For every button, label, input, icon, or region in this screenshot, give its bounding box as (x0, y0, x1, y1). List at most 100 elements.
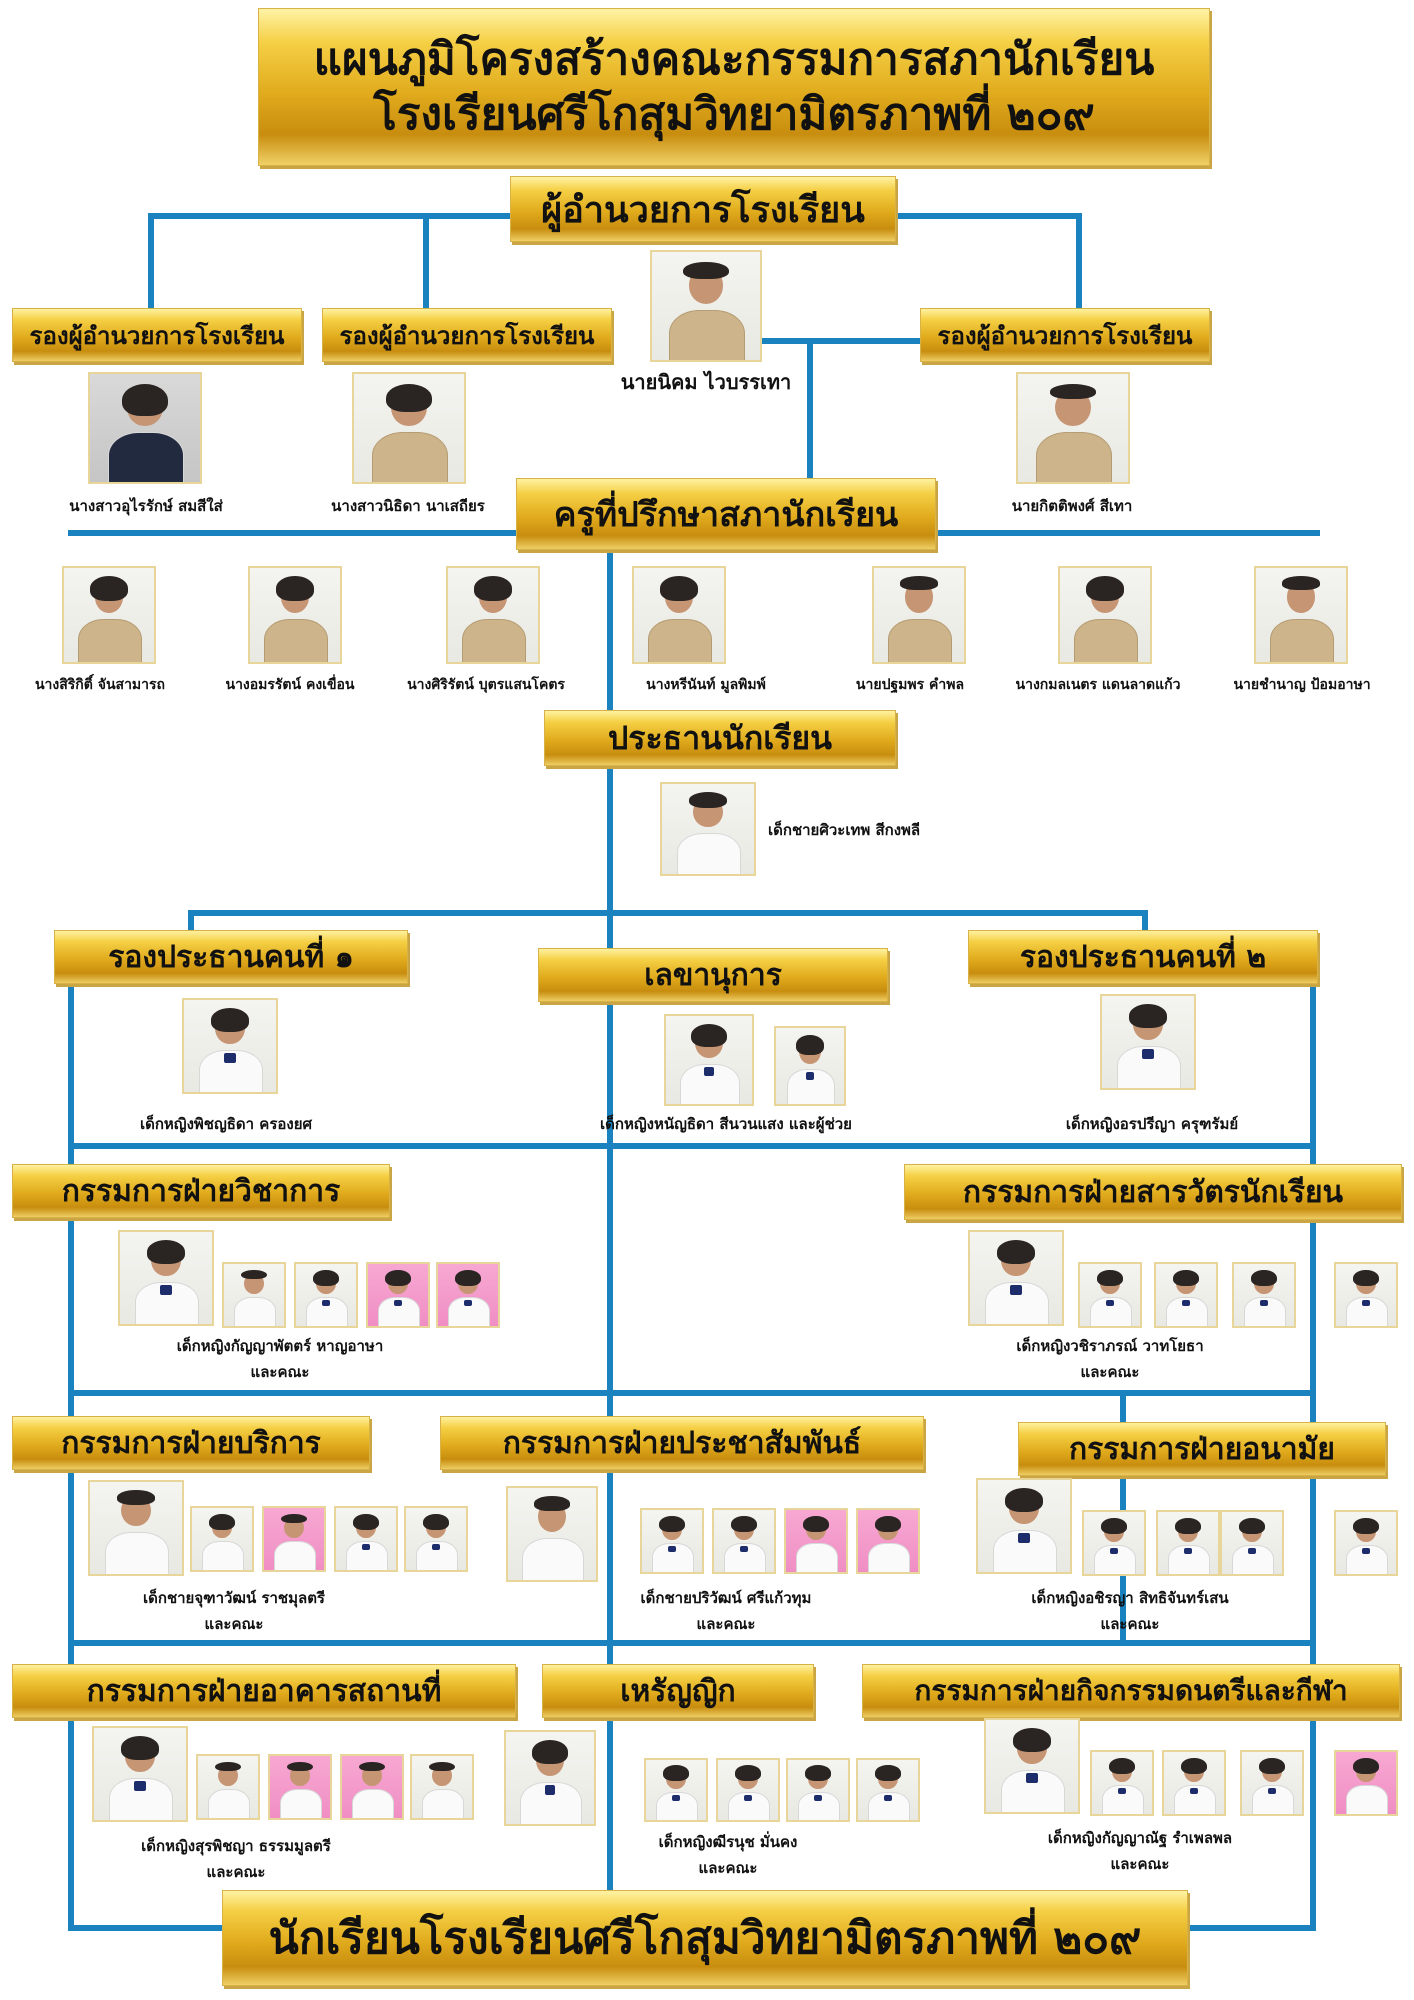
advisor-photo-6 (1058, 566, 1152, 664)
advisor-photo-7 (1254, 566, 1348, 664)
advisor-name-7: นายชำนาญ ป้อมอาษา (1233, 677, 1371, 693)
treasurer-and-team: และคณะ (698, 1859, 758, 1877)
activity-photo-5 (1334, 1750, 1398, 1816)
activity-photo-3 (1162, 1750, 1226, 1816)
director-name: นายนิคม ไวบรรเทา (620, 370, 792, 394)
activity-photo-2 (1090, 1750, 1154, 1816)
advisor-name-6: นางกมลเนตร แดนลาดแก้ว (1015, 677, 1181, 693)
pr-and-team: และคณะ (696, 1615, 756, 1633)
secretary-photo-1 (664, 1014, 754, 1106)
health-photo-5 (1334, 1510, 1398, 1576)
building-photo-4 (340, 1754, 404, 1820)
footer-banner: นักเรียนโรงเรียนศรีโกสุมวิทยามิตรภาพที่ … (222, 1890, 1188, 1986)
treasurer-photo-4 (856, 1758, 920, 1822)
academic-photo-2 (222, 1262, 286, 1328)
welfare-label: กรรมการฝ่ายสารวัตรนักเรียน (904, 1164, 1402, 1220)
president-label: ประธานนักเรียน (544, 710, 896, 766)
activity-and-team: และคณะ (1110, 1855, 1170, 1873)
director-label: ผู้อำนวยการโรงเรียน (510, 176, 896, 242)
activity-leader-name: เด็กหญิงกัญญาณัฐ รำเพลพล (1047, 1829, 1233, 1847)
vice2-name: เด็กหญิงอรปรีญา ครุฑรัมย์ (1065, 1115, 1239, 1133)
academic-and-team: และคณะ (250, 1363, 310, 1381)
advisor-name-2: นางอมรรัตน์ คงเขื่อน (225, 677, 355, 693)
deputy-name-1: นางสาวอุไรรักษ์ สมสีใส่ (69, 497, 223, 515)
service-photo-leader (88, 1480, 184, 1576)
treasurer-label: เหรัญญิก (542, 1664, 814, 1718)
treasurer-photo-3 (786, 1758, 850, 1822)
health-photo-3 (1156, 1510, 1220, 1576)
service-photo-5 (404, 1506, 468, 1572)
deputy-photo-1 (88, 372, 202, 484)
advisors-label: ครูที่ปรึกษาสภานักเรียน (516, 478, 936, 550)
secretary-photo-2 (774, 1026, 846, 1106)
service-photo-3 (262, 1506, 326, 1572)
welfare-photo-4 (1232, 1262, 1296, 1328)
welfare-photo-leader (968, 1230, 1064, 1326)
academic-photo-5 (436, 1262, 500, 1328)
academic-label: กรรมการฝ่ายวิชาการ (12, 1164, 390, 1218)
treasurer-photo-2 (716, 1758, 780, 1822)
advisor-photo-5 (872, 566, 966, 664)
advisor-name-4: นางหรีนันท์ มูลพิมพ์ (646, 677, 766, 693)
activity-label: กรรมการฝ่ายกิจกรรมดนตรีและกีฬา (862, 1664, 1400, 1718)
pr-photo-4 (856, 1508, 920, 1574)
advisor-photo-4 (632, 566, 726, 664)
deputy-label-3: รองผู้อำนวยการโรงเรียน (920, 308, 1210, 362)
president-name: เด็กชายศิวะเทพ สีกงพลี (768, 821, 921, 839)
academic-photo-4 (366, 1262, 430, 1328)
welfare-photo-5 (1334, 1262, 1398, 1328)
pr-photo-3 (784, 1508, 848, 1574)
activity-photo-4 (1240, 1750, 1304, 1816)
activity-photo-leader (984, 1718, 1080, 1814)
advisor-photo-2 (248, 566, 342, 664)
pr-label: กรรมการฝ่ายประชาสัมพันธ์ (440, 1416, 924, 1470)
treasurer-leader-name: เด็กหญิงฒีรนุช มั่นคง (658, 1833, 798, 1851)
building-photo-6 (504, 1730, 596, 1826)
deputy-label-1: รองผู้อำนวยการโรงเรียน (12, 308, 302, 362)
advisor-name-1: นางสิริกิติ์ จันสามารถ (34, 677, 166, 693)
building-leader-name: เด็กหญิงสุรพิชญา ธรรมมูลตรี (141, 1837, 331, 1855)
deputy-name-3: นายกิตติพงศ์ สีเทา (1011, 497, 1133, 515)
director-photo (650, 250, 762, 362)
vice1-name: เด็กหญิงพิชญธิดา ครองยศ (139, 1115, 313, 1133)
advisor-photo-1 (62, 566, 156, 664)
page-title-line1: แผนภูมิโครงสร้างคณะกรรมการสภานักเรียน (313, 34, 1155, 85)
academic-photo-leader (118, 1230, 214, 1326)
vice2-photo (1100, 994, 1196, 1090)
building-photo-3 (268, 1754, 332, 1820)
page-title-line2: โรงเรียนศรีโกสุมวิทยามิตรภาพที่ ๒๐๙ (373, 89, 1095, 140)
pr-photo-2 (712, 1508, 776, 1574)
service-label: กรรมการฝ่ายบริการ (12, 1416, 370, 1470)
service-leader-name: เด็กชายจุฑาวัฒน์ ราชมุลตรี (143, 1589, 325, 1607)
academic-photo-3 (294, 1262, 358, 1328)
advisor-photo-3 (446, 566, 540, 664)
vice1-photo (182, 998, 278, 1094)
health-leader-name: เด็กหญิงอชิรญา สิทธิจันทร์เสน (1031, 1589, 1229, 1607)
pr-photo-1 (640, 1508, 704, 1574)
welfare-photo-3 (1154, 1262, 1218, 1328)
health-photo-leader (976, 1478, 1072, 1574)
service-and-team: และคณะ (204, 1615, 264, 1633)
service-photo-6 (506, 1486, 598, 1582)
health-label: กรรมการฝ่ายอนามัย (1018, 1422, 1386, 1476)
building-photo-leader (92, 1726, 188, 1822)
welfare-leader-name: เด็กหญิงวชิราภรณ์ วาทโยธา (1016, 1337, 1204, 1355)
secretary-label: เลขานุการ (538, 948, 888, 1002)
pr-leader-name: เด็กชายปริวัฒน์ ศรีแก้วทุม (640, 1589, 812, 1607)
vice1-label: รองประธานคนที่ ๑ (54, 930, 408, 984)
health-and-team: และคณะ (1100, 1615, 1160, 1633)
deputy-label-2: รองผู้อำนวยการโรงเรียน (322, 308, 612, 362)
deputy-photo-2 (352, 372, 466, 484)
health-photo-2 (1082, 1510, 1146, 1576)
vice2-label: รองประธานคนที่ ๒ (968, 930, 1318, 984)
building-photo-2 (196, 1754, 260, 1820)
page-title-banner: แผนภูมิโครงสร้างคณะกรรมการสภานักเรียน โร… (258, 8, 1210, 166)
deputy-name-2: นางสาวนิธิดา นาเสถียร (331, 497, 485, 515)
welfare-photo-2 (1078, 1262, 1142, 1328)
building-label: กรรมการฝ่ายอาคารสถานที่ (12, 1664, 516, 1718)
building-photo-5 (410, 1754, 474, 1820)
building-and-team: และคณะ (206, 1863, 266, 1881)
service-photo-2 (190, 1506, 254, 1572)
health-photo-4 (1220, 1510, 1284, 1576)
advisor-name-5: นายปฐมพร คำพล (855, 677, 965, 693)
